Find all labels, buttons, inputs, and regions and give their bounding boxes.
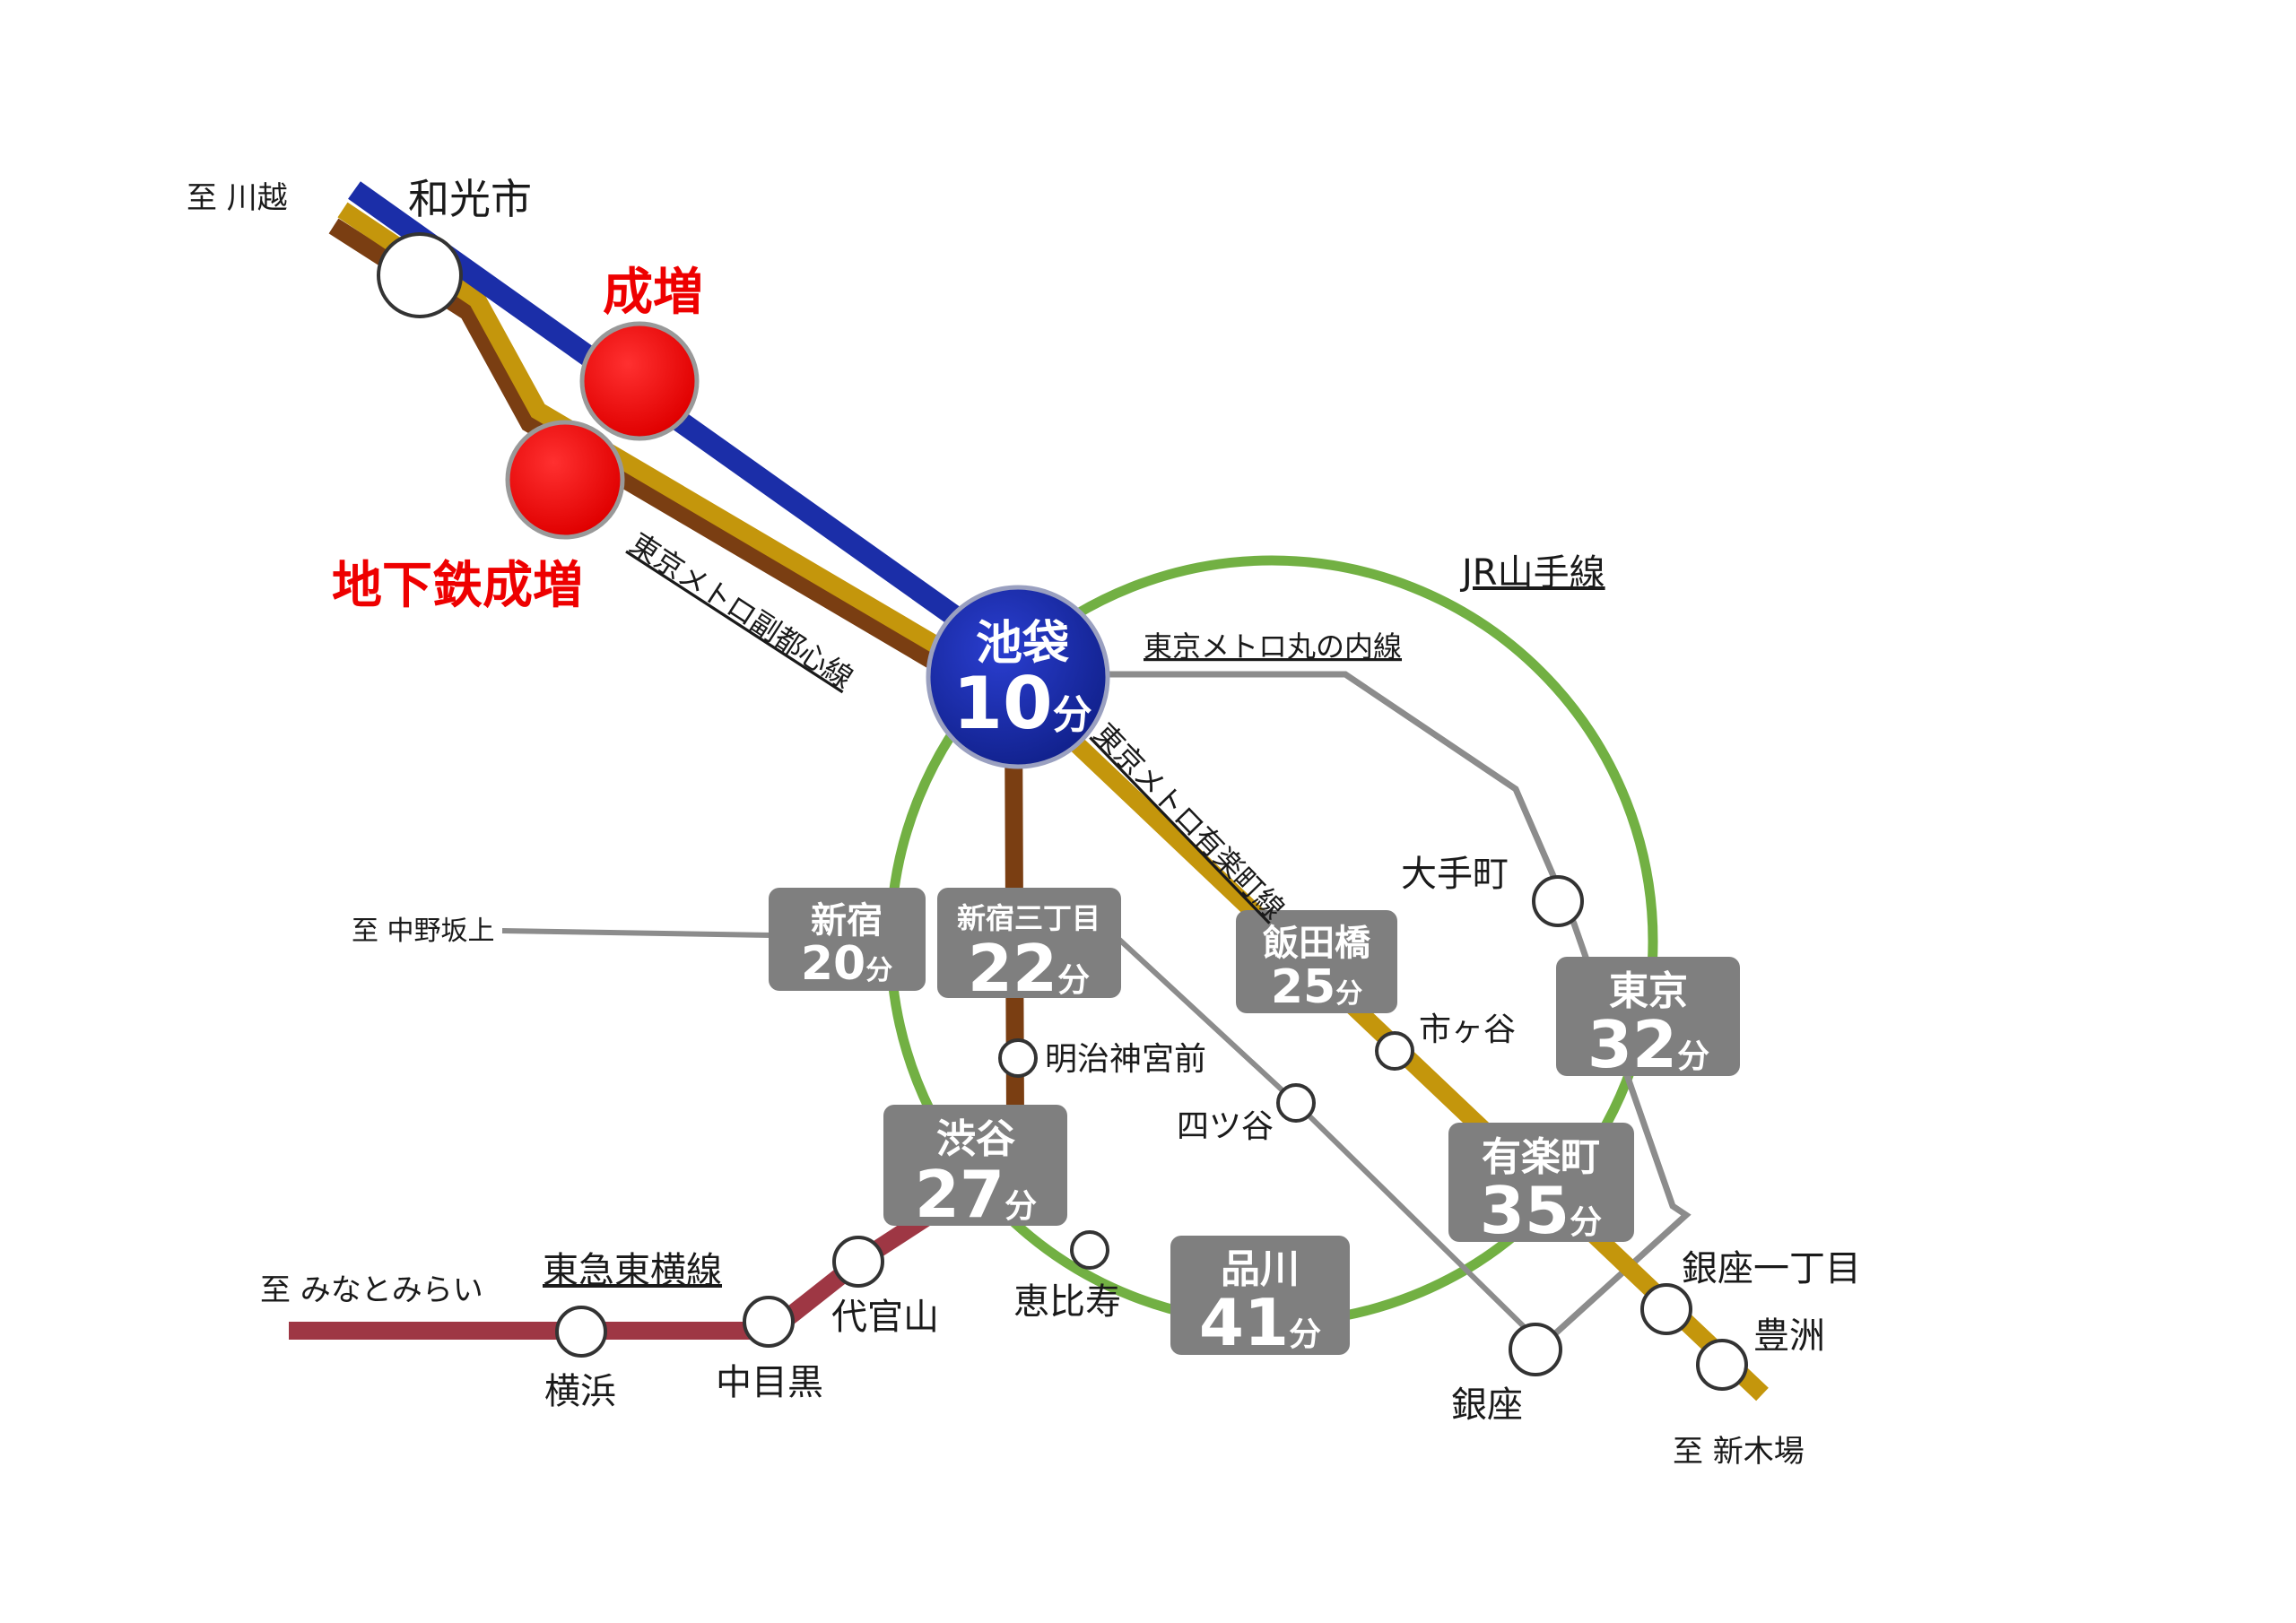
label-narimasu: 成増 bbox=[603, 264, 703, 322]
station-yokohama-marker[interactable] bbox=[555, 1306, 607, 1358]
box-shinjuku-time-value: 20 bbox=[801, 937, 865, 991]
label-marunouchi-line: 東京メトロ丸の内線 bbox=[1144, 629, 1402, 664]
box-shinjuku-name: 新宿 bbox=[811, 900, 883, 942]
station-ichigaya-marker[interactable] bbox=[1375, 1031, 1414, 1071]
box-shinagawa-name: 品川 bbox=[1221, 1246, 1300, 1292]
box-shinjuku-sanchome-time: 22分 bbox=[968, 931, 1090, 1006]
box-tokyo[interactable]: 東京 32分 bbox=[1556, 957, 1740, 1082]
box-tokyo-time-unit: 分 bbox=[1677, 1038, 1709, 1075]
label-ginza: 銀座 bbox=[1451, 1384, 1523, 1426]
label-ginza-itchome: 銀座一丁目 bbox=[1682, 1248, 1861, 1289]
box-yurakucho-time: 35分 bbox=[1480, 1173, 1602, 1248]
box-shinjuku-sanchome[interactable]: 新宿三丁目 22分 bbox=[937, 888, 1121, 1006]
station-nakameguro-marker[interactable] bbox=[743, 1296, 795, 1348]
hub-time: 10分 bbox=[952, 662, 1091, 745]
station-ginza-marker[interactable] bbox=[1509, 1323, 1562, 1376]
label-toyosu: 豊洲 bbox=[1753, 1315, 1825, 1357]
box-iidabashi-time: 25分 bbox=[1271, 960, 1362, 1014]
station-chikatetsu-narimasu-marker[interactable] bbox=[505, 420, 625, 540]
direction-minatomirai: 至 みなとみらい bbox=[260, 1272, 483, 1308]
label-yokohama: 横浜 bbox=[544, 1371, 616, 1412]
box-shinagawa-time-unit: 分 bbox=[1289, 1316, 1321, 1353]
box-shinjuku-sanchome-time-value: 22 bbox=[968, 931, 1057, 1006]
station-daikanyama-marker[interactable] bbox=[832, 1236, 884, 1288]
label-nakameguro: 中目黒 bbox=[716, 1362, 823, 1403]
station-ebisu-marker[interactable] bbox=[1070, 1230, 1109, 1270]
station-wakoshi-marker[interactable] bbox=[377, 232, 463, 318]
direction-kawagoe: 至 川越 bbox=[187, 180, 288, 216]
box-shibuya[interactable]: 渋谷 27分 bbox=[883, 1105, 1067, 1232]
direction-nakano-sakaue: 至 中野坂上 bbox=[352, 916, 495, 947]
hub-ikebukuro-marker[interactable] bbox=[926, 585, 1110, 769]
label-wakoshi: 和光市 bbox=[408, 175, 532, 223]
label-toyoko-line: 東急東横線 bbox=[543, 1250, 722, 1291]
label-chikatetsu-narimasu: 地下鉄成増 bbox=[332, 557, 583, 615]
marunouchi-line bbox=[1027, 671, 1692, 1348]
tobu-tojo-line bbox=[348, 181, 1038, 680]
box-iidabashi-name: 飯田橋 bbox=[1263, 923, 1370, 964]
box-shibuya-time-value: 27 bbox=[915, 1157, 1004, 1232]
label-otemachi: 大手町 bbox=[1401, 854, 1509, 895]
box-shinjuku-sanchome-time-unit: 分 bbox=[1057, 962, 1090, 999]
hub-time-value: 10 bbox=[952, 662, 1052, 745]
label-meiji-jingumae: 明治神宮前 bbox=[1045, 1041, 1206, 1078]
box-iidabashi[interactable]: 飯田橋 25分 bbox=[1236, 910, 1397, 1014]
label-daikanyama: 代官山 bbox=[831, 1297, 939, 1338]
direction-shinkiba: 至 新木場 bbox=[1673, 1434, 1805, 1470]
nakano-sakaue-line bbox=[501, 928, 772, 938]
box-shibuya-name: 渋谷 bbox=[936, 1116, 1015, 1162]
box-iidabashi-time-value: 25 bbox=[1271, 960, 1335, 1014]
station-narimasu-marker[interactable] bbox=[579, 321, 700, 441]
box-tokyo-time: 32分 bbox=[1587, 1007, 1709, 1082]
box-shinjuku-time-unit: 分 bbox=[865, 955, 892, 986]
box-yurakucho-name: 有楽町 bbox=[1482, 1134, 1600, 1180]
station-otemachi-marker[interactable] bbox=[1532, 875, 1584, 927]
label-ichigaya: 市ヶ谷 bbox=[1419, 1011, 1516, 1048]
label-yotsuya: 四ツ谷 bbox=[1177, 1108, 1274, 1145]
hub-name: 池袋 bbox=[976, 617, 1069, 671]
box-shinagawa-time-value: 41 bbox=[1199, 1285, 1289, 1360]
station-markers bbox=[377, 232, 1748, 1391]
label-yamanote-line: JR山手線 bbox=[1459, 552, 1605, 594]
station-ginza-itchome-marker[interactable] bbox=[1640, 1283, 1692, 1335]
box-shinagawa-time: 41分 bbox=[1199, 1285, 1321, 1360]
box-iidabashi-time-unit: 分 bbox=[1335, 978, 1362, 1010]
hub-time-unit: 分 bbox=[1053, 692, 1092, 738]
box-tokyo-time-value: 32 bbox=[1587, 1007, 1677, 1082]
box-yurakucho[interactable]: 有楽町 35分 bbox=[1448, 1123, 1634, 1248]
box-shinjuku-sanchome-name: 新宿三丁目 bbox=[957, 901, 1100, 935]
box-yurakucho-time-unit: 分 bbox=[1570, 1204, 1602, 1241]
box-yurakucho-time-value: 35 bbox=[1480, 1173, 1570, 1248]
label-ebisu: 恵比寿 bbox=[1013, 1281, 1121, 1323]
box-shinjuku[interactable]: 新宿 20分 bbox=[769, 888, 926, 991]
box-shinagawa[interactable]: 品川 41分 bbox=[1170, 1236, 1350, 1360]
box-tokyo-name: 東京 bbox=[1609, 968, 1688, 1014]
station-meiji-jingumae-marker[interactable] bbox=[998, 1038, 1038, 1078]
station-yotsuya-marker[interactable] bbox=[1276, 1083, 1316, 1123]
box-shibuya-time-unit: 分 bbox=[1004, 1188, 1037, 1225]
box-shinjuku-time: 20分 bbox=[801, 937, 892, 991]
station-toyosu-marker[interactable] bbox=[1696, 1339, 1748, 1391]
box-shibuya-time: 27分 bbox=[915, 1157, 1037, 1232]
